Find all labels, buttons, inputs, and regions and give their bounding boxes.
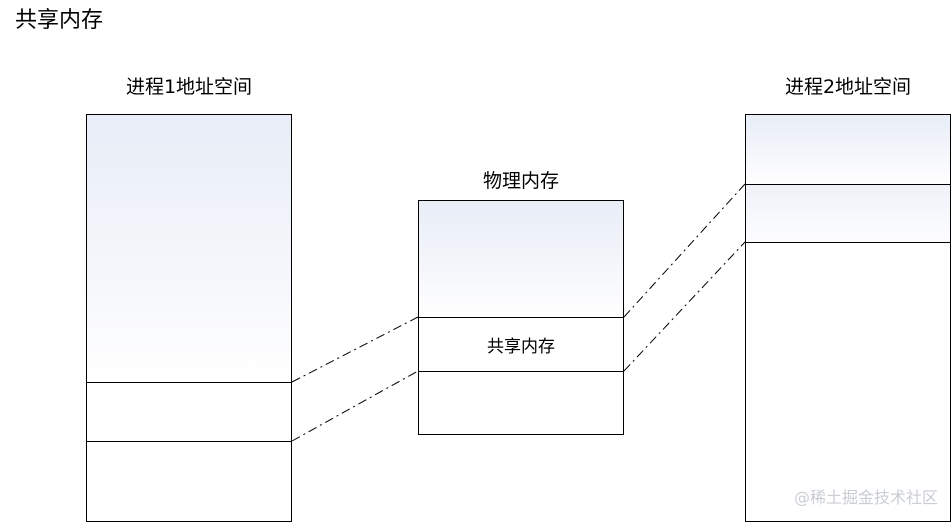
physical-shared-region: 共享内存 <box>419 318 623 372</box>
physical-upper-region <box>419 201 623 318</box>
physical-memory-label: 物理内存 <box>482 170 559 192</box>
process2-label: 进程2地址空间 <box>784 76 912 98</box>
page-title: 共享内存 <box>15 8 104 33</box>
process2-shared-region <box>746 185 950 243</box>
process1-address-space <box>86 114 292 522</box>
p1-to-physical-bottom-line <box>291 370 419 442</box>
process1-shared-bottom-line <box>87 441 291 442</box>
process1-upper-region <box>87 115 291 383</box>
process1-shared-top-line <box>87 382 291 383</box>
physical-memory: 共享内存 <box>418 200 624 435</box>
process1-label: 进程1地址空间 <box>125 76 253 98</box>
physical-shared-bottom-line <box>419 371 623 372</box>
process1-shared-region <box>87 383 291 441</box>
process2-upper-region <box>746 115 950 185</box>
physical-shared-top-line <box>419 317 623 318</box>
process2-shared-bottom-line <box>746 242 950 243</box>
physical-to-p2-top-line <box>623 183 746 318</box>
process2-shared-top-line <box>746 184 950 185</box>
shared-memory-label: 共享内存 <box>487 337 555 357</box>
physical-to-p2-bottom-line <box>623 241 746 372</box>
process2-address-space <box>745 114 951 522</box>
p1-to-physical-top-line <box>291 316 419 383</box>
watermark: @稀土掘金技术社区 <box>793 488 938 507</box>
